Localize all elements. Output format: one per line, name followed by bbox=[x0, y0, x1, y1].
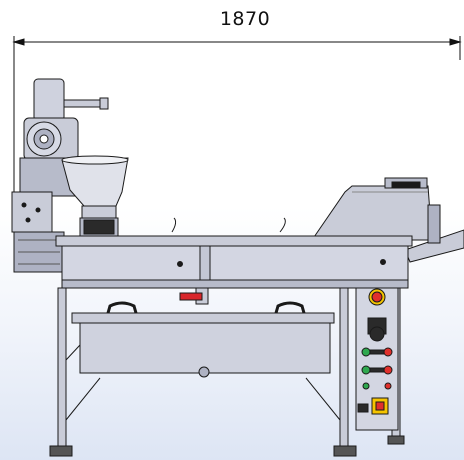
hopper bbox=[61, 155, 129, 239]
drain-valve-handle bbox=[179, 287, 209, 305]
width-dimension-label: 1870 bbox=[219, 8, 271, 30]
oil-tank bbox=[71, 301, 335, 378]
control-panel bbox=[355, 287, 399, 431]
rear-housing bbox=[311, 177, 441, 244]
fryer-basin bbox=[55, 217, 413, 289]
dimension-line bbox=[12, 36, 462, 200]
